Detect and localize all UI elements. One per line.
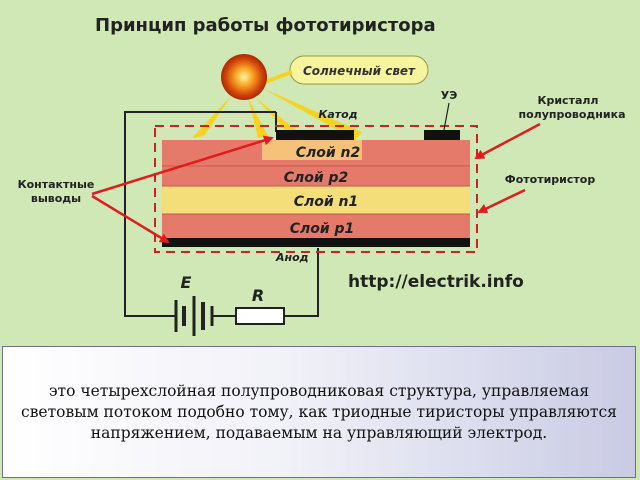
crystal-boundary <box>154 125 478 253</box>
phototyristor-arrow <box>477 188 526 214</box>
layer-label-n1: Слой n1 <box>294 194 359 210</box>
crystal-label-line2: полупроводника <box>518 108 625 121</box>
sun-icon <box>221 54 267 100</box>
contacts-label-line2: выводы <box>31 192 81 205</box>
layer-label-n2: Слой n2 <box>296 145 361 161</box>
resistor-label: R <box>252 286 264 305</box>
crystal-arrow <box>474 122 541 160</box>
layer-n2-highlight <box>262 140 362 160</box>
contacts-arrow-top <box>91 135 274 196</box>
wire-anode <box>284 248 319 317</box>
caption-text: это четырехслойная полупроводниковая стр… <box>21 381 617 442</box>
layer-p2 <box>162 166 470 186</box>
gate-label: УЭ <box>441 89 458 102</box>
cathode-electrode <box>276 130 354 140</box>
light-ray-1 <box>192 95 232 138</box>
cathode-label: Катод <box>318 108 357 121</box>
layer-label-p2: Слой p2 <box>284 170 349 186</box>
sunlight-label-box <box>289 55 429 85</box>
layer-label-p1: Слой p1 <box>290 221 355 237</box>
caption-panel: это четырехслойная полупроводниковая стр… <box>2 346 636 478</box>
battery-icon <box>174 296 214 336</box>
light-ray-2 <box>248 98 268 138</box>
gate-electrode <box>424 130 460 140</box>
anode-electrode <box>162 238 470 247</box>
battery-label: E <box>181 273 192 292</box>
phototyristor-label: Фототиристор <box>505 173 596 186</box>
resistor-icon <box>235 307 285 325</box>
phototyristor-diagram: Принцип работы фототиристора Солнечный с… <box>17 15 626 336</box>
sunlight-label: Солнечный свет <box>303 64 416 78</box>
wire-left <box>124 111 276 317</box>
gate-pointer <box>443 102 450 131</box>
contacts-arrow-bottom <box>91 194 170 244</box>
website-label: http://electrik.info <box>348 272 524 292</box>
crystal-label-line1: Кристалл <box>537 94 598 107</box>
layer-p1 <box>162 214 470 238</box>
anode-label: Анод <box>275 251 309 264</box>
layer-n1 <box>162 186 470 214</box>
contacts-label-line1: Контактные <box>18 178 95 191</box>
sunlight-pointer <box>264 70 293 84</box>
diagram-title: Принцип работы фототиристора <box>95 15 436 36</box>
